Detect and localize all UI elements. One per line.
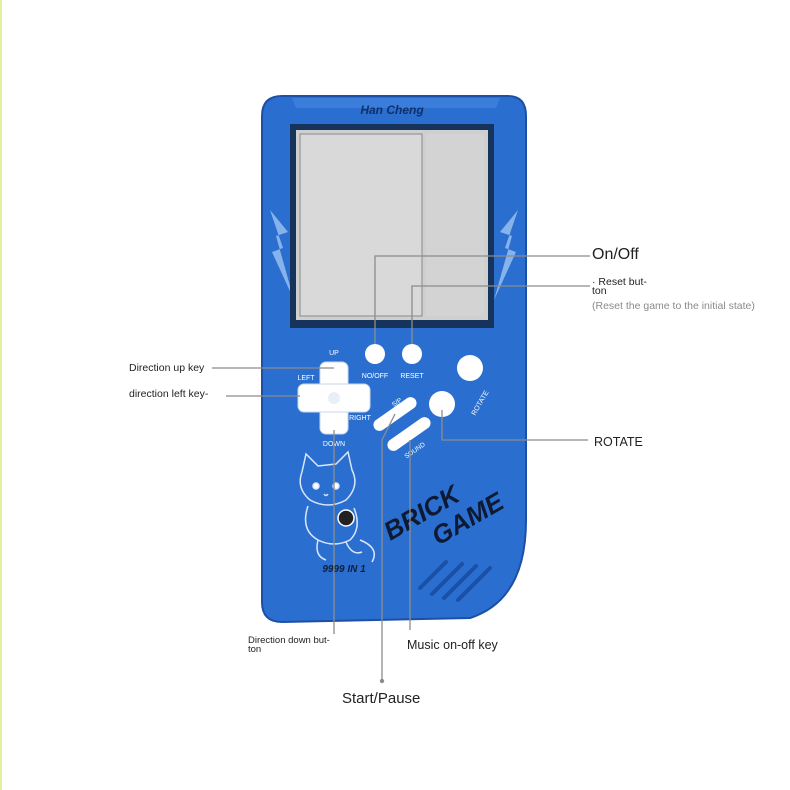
label-sp: S/P (391, 397, 404, 409)
callout-direction-left: direction left key- (129, 388, 209, 400)
callout-on-off: On/Off (592, 246, 639, 263)
speaker-grill (418, 560, 492, 602)
callout-reset-desc: (Reset the game to the initial state) (592, 300, 755, 312)
callout-lines (212, 255, 590, 680)
label-left: LEFT (297, 375, 315, 382)
lightning-left-decoration (270, 210, 294, 300)
callout-dot-start-pause (379, 678, 385, 684)
lcd-side-panel (426, 134, 484, 316)
rotate-button (429, 391, 455, 417)
label-up: UP (329, 350, 339, 357)
label-right: RIGHT (349, 415, 372, 422)
callout-line-on-off (374, 255, 590, 344)
cat-mascot (299, 450, 375, 563)
on-off-button (365, 344, 385, 364)
callout-rotate: ROTATE (594, 435, 643, 449)
lightning-right-decoration (494, 210, 518, 300)
lcd-playfield (299, 133, 423, 317)
sound-button (387, 417, 431, 451)
reset-button (402, 344, 422, 364)
label-reset: RESET (400, 373, 424, 380)
callout-line-start-pause (381, 413, 396, 680)
callout-line-reset (411, 285, 590, 344)
callout-start-pause: Start/Pause (342, 690, 421, 707)
callout-direction-down-line2: ton (248, 644, 262, 655)
callout-reset-line2: ton (592, 285, 607, 297)
action-button-top (457, 355, 483, 381)
callout-reset-line1: · Reset but- (592, 276, 647, 288)
callout-direction-up: Direction up key (129, 362, 205, 374)
d-pad (297, 361, 371, 435)
callout-line-rotate (441, 410, 588, 441)
callout-music: Music on-off key (407, 638, 498, 652)
top-ridge (292, 98, 500, 108)
callout-direction-down-line1: Direction down but- (248, 635, 330, 646)
count-text: 9999 IN 1 (322, 564, 366, 575)
left-edge-line (0, 0, 2, 790)
label-on-off: NO/OFF (362, 373, 388, 380)
brand-logo: Han Cheng (360, 103, 424, 117)
